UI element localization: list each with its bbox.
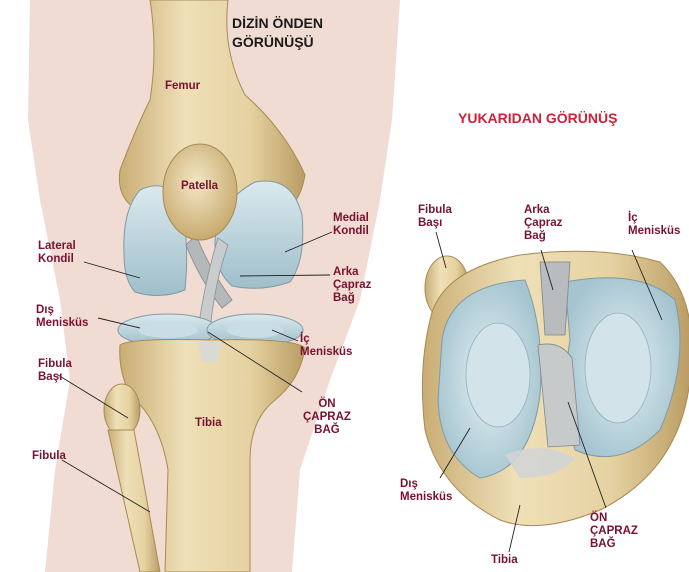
top-view-title: YUKARIDAN GÖRÜNÜŞ bbox=[458, 110, 617, 126]
top-label-arka-capraz-bag: Arka Çapraz Bağ bbox=[524, 204, 562, 243]
label-fibula-basi-line2: Başı bbox=[38, 371, 72, 384]
label-dis-line2: Menisküs bbox=[36, 317, 88, 330]
top-label-tibia: Tibia bbox=[491, 554, 518, 567]
top-lateral-meniscus-inner bbox=[466, 323, 530, 427]
top-label-dis-line1: Dış bbox=[400, 478, 452, 491]
fibula-head-bone bbox=[104, 384, 140, 436]
medial-meniscus-inner bbox=[227, 322, 283, 338]
top-label-ic-line1: İç bbox=[628, 212, 680, 225]
label-ic-meniskus: İç Menisküs bbox=[300, 333, 352, 359]
label-fibula-basi-line1: Fibula bbox=[38, 358, 72, 371]
label-on-line2: ÇAPRAZ bbox=[303, 411, 351, 424]
label-fibula: Fibula bbox=[32, 450, 66, 463]
label-femur: Femur bbox=[165, 80, 200, 93]
label-on-line3: BAĞ bbox=[303, 424, 351, 437]
top-label-on-line3: BAĞ bbox=[590, 538, 638, 551]
label-arka-line3: Bağ bbox=[333, 292, 371, 305]
top-label-ic-line2: Menisküs bbox=[628, 225, 680, 238]
lateral-meniscus-inner bbox=[138, 322, 198, 338]
label-arka-capraz-bag: Arka Çapraz Bağ bbox=[333, 266, 371, 305]
top-medial-meniscus-inner bbox=[585, 313, 651, 423]
label-on-line1: ÖN bbox=[303, 398, 351, 411]
label-patella: Patella bbox=[181, 180, 218, 193]
top-label-on-line1: ÖN bbox=[590, 512, 638, 525]
label-arka-line1: Arka bbox=[333, 266, 371, 279]
front-title-line1: DİZİN ÖNDEN bbox=[232, 14, 323, 33]
top-posterior-cruciate bbox=[540, 262, 570, 335]
top-label-fibula-basi: Fibula Başı bbox=[418, 204, 452, 230]
top-label-dis-line2: Menisküs bbox=[400, 491, 452, 504]
label-medial-kondil-line2: Kondil bbox=[333, 225, 369, 238]
label-on-capraz-bag: ÖN ÇAPRAZ BAĞ bbox=[303, 398, 351, 437]
label-fibula-basi: Fibula Başı bbox=[38, 358, 72, 384]
label-dis-meniskus: Dış Menisküs bbox=[36, 304, 88, 330]
label-medial-kondil-line1: Medial bbox=[333, 212, 369, 225]
label-arka-line2: Çapraz bbox=[333, 279, 371, 292]
top-label-fibula-basi-line1: Fibula bbox=[418, 204, 452, 217]
top-label-on-line2: ÇAPRAZ bbox=[590, 525, 638, 538]
label-dis-line1: Dış bbox=[36, 304, 88, 317]
front-title-line2: GÖRÜNÜŞÜ bbox=[232, 33, 323, 52]
label-ic-line1: İç bbox=[300, 333, 352, 346]
top-label-ic-meniskus: İç Menisküs bbox=[628, 212, 680, 238]
top-label-fibula-basi-line2: Başı bbox=[418, 217, 452, 230]
front-view-title: DİZİN ÖNDEN GÖRÜNÜŞÜ bbox=[232, 14, 323, 52]
top-label-arka-line2: Çapraz bbox=[524, 217, 562, 230]
top-label-arka-line1: Arka bbox=[524, 204, 562, 217]
top-label-arka-line3: Bağ bbox=[524, 230, 562, 243]
label-lateral-kondil-line2: Kondil bbox=[38, 253, 76, 266]
label-ic-line2: Menisküs bbox=[300, 346, 352, 359]
top-label-on-capraz-bag: ÖN ÇAPRAZ BAĞ bbox=[590, 512, 638, 551]
label-lateral-kondil-line1: Lateral bbox=[38, 240, 76, 253]
label-medial-kondil: Medial Kondil bbox=[333, 212, 369, 238]
tibia-ligament-patch bbox=[198, 342, 222, 362]
label-lateral-kondil: Lateral Kondil bbox=[38, 240, 76, 266]
label-tibia: Tibia bbox=[195, 417, 222, 430]
top-label-dis-meniskus: Dış Menisküs bbox=[400, 478, 452, 504]
